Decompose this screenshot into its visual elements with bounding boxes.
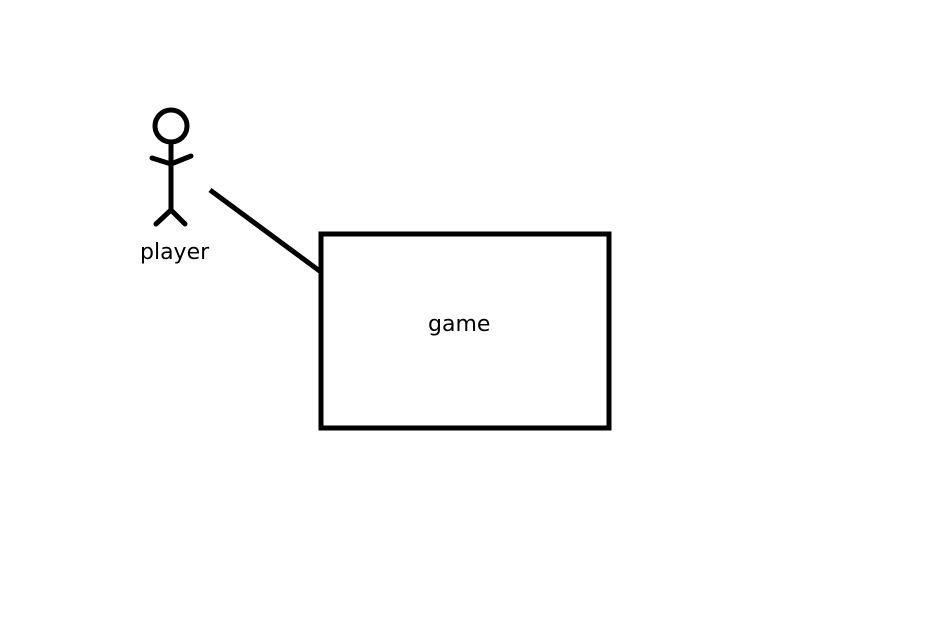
system-label: game xyxy=(428,312,491,337)
stick-figure-arms xyxy=(149,153,194,167)
actor-label: player xyxy=(140,240,210,265)
stick-figure-head xyxy=(152,107,190,145)
stick-figure-icon xyxy=(149,107,194,227)
association-line xyxy=(208,187,323,275)
stick-figure-legs xyxy=(153,207,188,227)
game-box xyxy=(318,231,612,431)
